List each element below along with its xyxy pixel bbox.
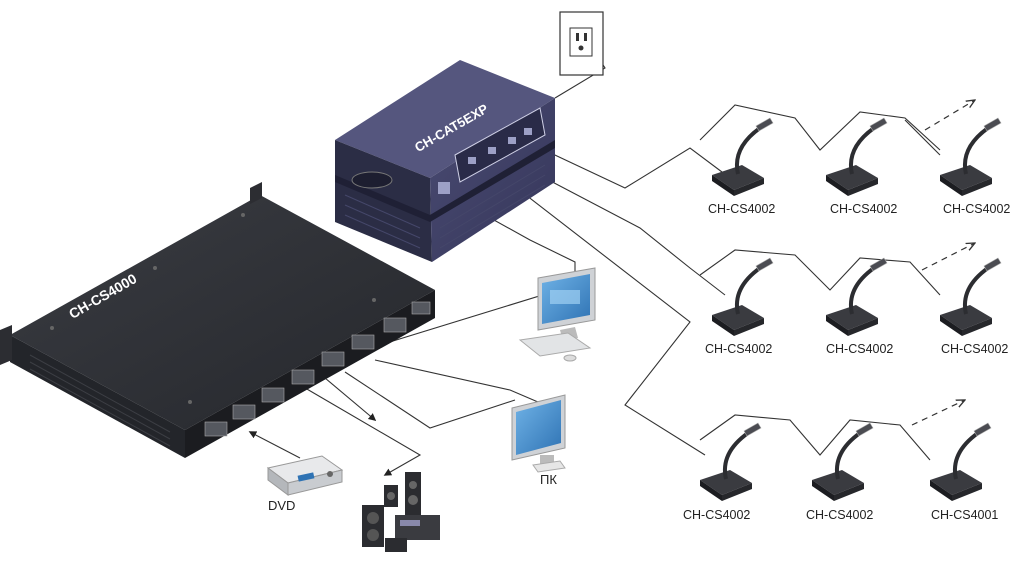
speakers-amplifier bbox=[362, 472, 440, 552]
pc-monitor bbox=[511, 394, 566, 473]
microphone-unit bbox=[826, 117, 888, 196]
cable-main-speakers bbox=[299, 384, 422, 476]
mic-label: CH-CS4002 bbox=[683, 508, 751, 522]
cable-main-ext bbox=[379, 189, 576, 346]
mic-label: CH-CS4002 bbox=[705, 342, 773, 356]
mic-label: CH-CS4002 bbox=[826, 342, 894, 356]
mic-label: CH-CS4002 bbox=[806, 508, 874, 522]
expansion-arrows bbox=[911, 100, 975, 426]
cable-ext-row2 bbox=[519, 164, 726, 296]
dvd-player bbox=[266, 455, 344, 496]
microphone-unit bbox=[700, 422, 762, 501]
cable-dvd-main bbox=[248, 431, 301, 459]
microphone-unit bbox=[930, 422, 992, 501]
dvd-label: DVD bbox=[268, 498, 296, 513]
cable-main-pc2 bbox=[344, 371, 516, 429]
mic-label: CH-CS4002 bbox=[943, 202, 1011, 216]
microphone-unit bbox=[712, 257, 774, 336]
cable-main-pc1 bbox=[374, 359, 546, 406]
microphone-unit bbox=[826, 257, 888, 336]
microphone-unit bbox=[712, 117, 774, 196]
cable-ext-row1 bbox=[539, 147, 731, 189]
pc-label: ПК bbox=[540, 472, 557, 487]
microphone-unit bbox=[940, 117, 1002, 196]
main-unit-device bbox=[0, 182, 435, 458]
microphone-unit bbox=[940, 257, 1002, 336]
microphone-unit bbox=[812, 422, 874, 501]
mic-label: CH-CS4002 bbox=[941, 342, 1009, 356]
microphone-units bbox=[700, 117, 1002, 501]
mic-label: CH-CS4002 bbox=[708, 202, 776, 216]
extender-device bbox=[335, 60, 555, 262]
cables bbox=[248, 44, 941, 476]
mic-label: CH-CS4001 bbox=[931, 508, 999, 522]
mic-label: CH-CS4002 bbox=[830, 202, 898, 216]
cable-ext-row3 bbox=[499, 174, 706, 456]
pc-workstation bbox=[518, 267, 596, 362]
wall-socket bbox=[559, 11, 604, 76]
cable-main-speakers-b bbox=[324, 377, 377, 421]
